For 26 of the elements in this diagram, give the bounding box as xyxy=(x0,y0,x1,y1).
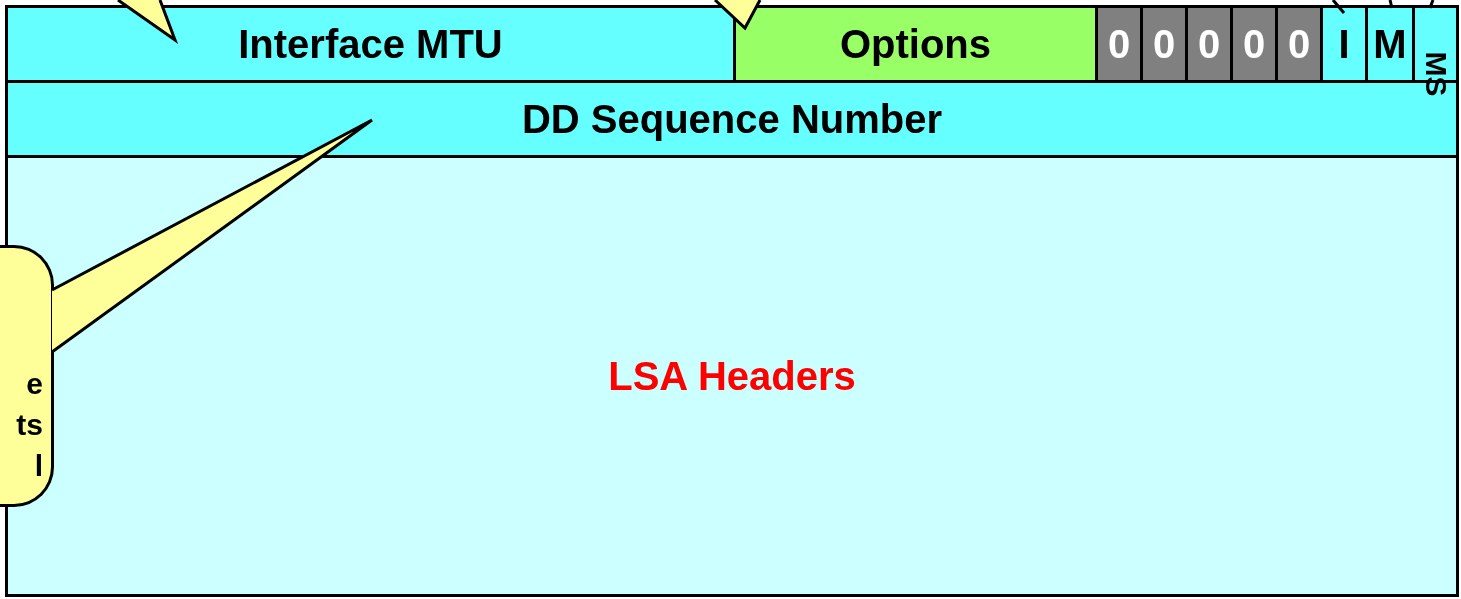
options-field xyxy=(733,5,1098,83)
payload-area xyxy=(5,155,1459,597)
reserved-bit xyxy=(1275,5,1323,83)
leader-line xyxy=(1331,0,1346,14)
flag-bit xyxy=(1365,5,1415,83)
bit-value: 0 xyxy=(1287,24,1311,64)
bit-label: I xyxy=(1338,24,1350,64)
field-label: Options xyxy=(839,24,992,64)
reserved-bit xyxy=(1230,5,1278,83)
callout-bubble xyxy=(0,245,54,507)
bit-value: 0 xyxy=(1152,24,1176,64)
field-label: DD Sequence Number xyxy=(521,99,943,139)
reserved-bit xyxy=(1185,5,1233,83)
field-cell xyxy=(5,5,736,83)
bit-label: M xyxy=(1373,24,1407,64)
bit-value: 0 xyxy=(1197,24,1221,64)
bit-value: 0 xyxy=(1107,24,1131,64)
bit-value: 0 xyxy=(1242,24,1266,64)
payload-label: LSA Headers xyxy=(608,356,856,396)
callout-text: e ts l xyxy=(15,366,43,484)
reserved-bit xyxy=(1140,5,1188,83)
field-label: Interface MTU xyxy=(238,24,503,64)
leader-line xyxy=(1428,0,1435,9)
reserved-bit xyxy=(1095,5,1143,83)
flag-bit xyxy=(1320,5,1368,83)
leader-line xyxy=(1388,0,1394,9)
